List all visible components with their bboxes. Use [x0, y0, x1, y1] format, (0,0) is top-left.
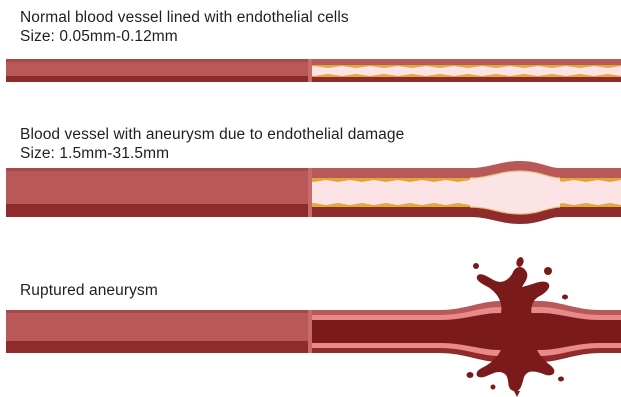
normal-vessel-outer-segment [6, 59, 308, 82]
ruptured-vessel-outer-segment [6, 310, 308, 353]
aneurysm-bulge-bottom [308, 207, 621, 224]
ruptured-vessel-cross-section [308, 301, 621, 362]
normal-vessel-title: Normal blood vessel lined with endotheli… [20, 8, 349, 27]
aneurysm-vessel-diagram [0, 160, 621, 230]
aneurysm-vessel-label: Blood vessel with aneurysm due to endoth… [20, 125, 404, 163]
aneurysm-bulge-top [308, 161, 621, 178]
ruptured-vessel-diagram [0, 257, 621, 397]
normal-vessel-label: Normal blood vessel lined with endotheli… [20, 8, 349, 46]
normal-vessel-diagram [0, 52, 621, 92]
normal-vessel-cross-section [308, 59, 621, 82]
aneurysm-vessel-outer-segment [6, 168, 308, 217]
normal-vessel-size: Size: 0.05mm-0.12mm [20, 27, 349, 46]
aneurysm-vessel-title: Blood vessel with aneurysm due to endoth… [20, 125, 404, 144]
aneurysm-vessel-cross-section [308, 161, 621, 224]
